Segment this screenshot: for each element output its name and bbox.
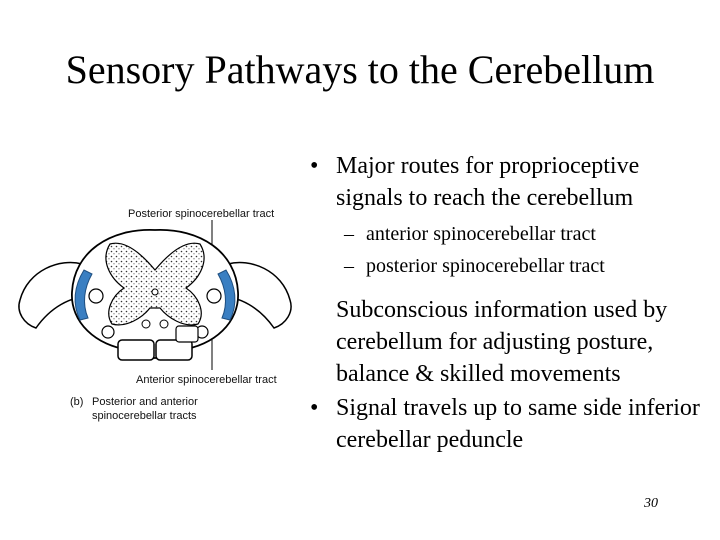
slide-title: Sensory Pathways to the Cerebellum [65,47,655,92]
sub-bullet-item: – posterior spinocerebellar tract [306,250,706,282]
sub-bullet-item: – anterior spinocerebellar tract [306,218,706,250]
pedicle [175,325,199,343]
spinal-cord-diagram [18,220,292,370]
root-circle [101,325,115,339]
vertebral-body-right [155,339,193,361]
bullet-text: Subconscious information used by cerebel… [336,297,668,387]
gray-matter [105,242,205,326]
bullet-item: • Signal travels up to same side inferio… [306,392,706,456]
bullet-marker: • [310,153,319,179]
bullet-item: • Major routes for proprioceptive signal… [306,150,706,214]
bullet-text: Signal travels up to same side inferior … [336,395,700,453]
sub-bullet-text: posterior spinocerebellar tract [366,255,605,277]
label-posterior-tract: Posterior spinocerebellar tract [128,208,275,220]
right-tract [217,269,236,321]
vertebral-body-left [117,339,155,361]
label-anterior-tract: Anterior spinocerebellar tract [136,374,277,386]
dash-marker: – [344,255,354,277]
sub-list: – anterior spinocerebellar tract – poste… [306,218,706,282]
root-circle [206,288,222,304]
caption-line-2: spinocerebellar tracts [92,410,197,422]
caption-line-1: Posterior and anterior [92,396,198,408]
vessel-circle [141,319,151,329]
sub-bullet-text: anterior spinocerebellar tract [366,223,596,245]
panel-letter: (b) [70,396,84,408]
root-circle [88,288,104,304]
bullet-list: • Major routes for proprioceptive signal… [306,150,706,458]
bullet-text: Major routes for proprioceptive signals … [336,153,640,211]
left-tract [74,269,93,321]
bullet-marker: • [310,395,319,421]
page-number: 30 [644,496,658,511]
bullet-item: Subconscious information used by cerebel… [306,294,706,390]
dash-marker: – [344,223,354,245]
spinal-cord-figure: Posterior spinocerebellar tract Anterior… [0,200,310,440]
vessel-circle [159,319,169,329]
central-canal [151,288,159,296]
